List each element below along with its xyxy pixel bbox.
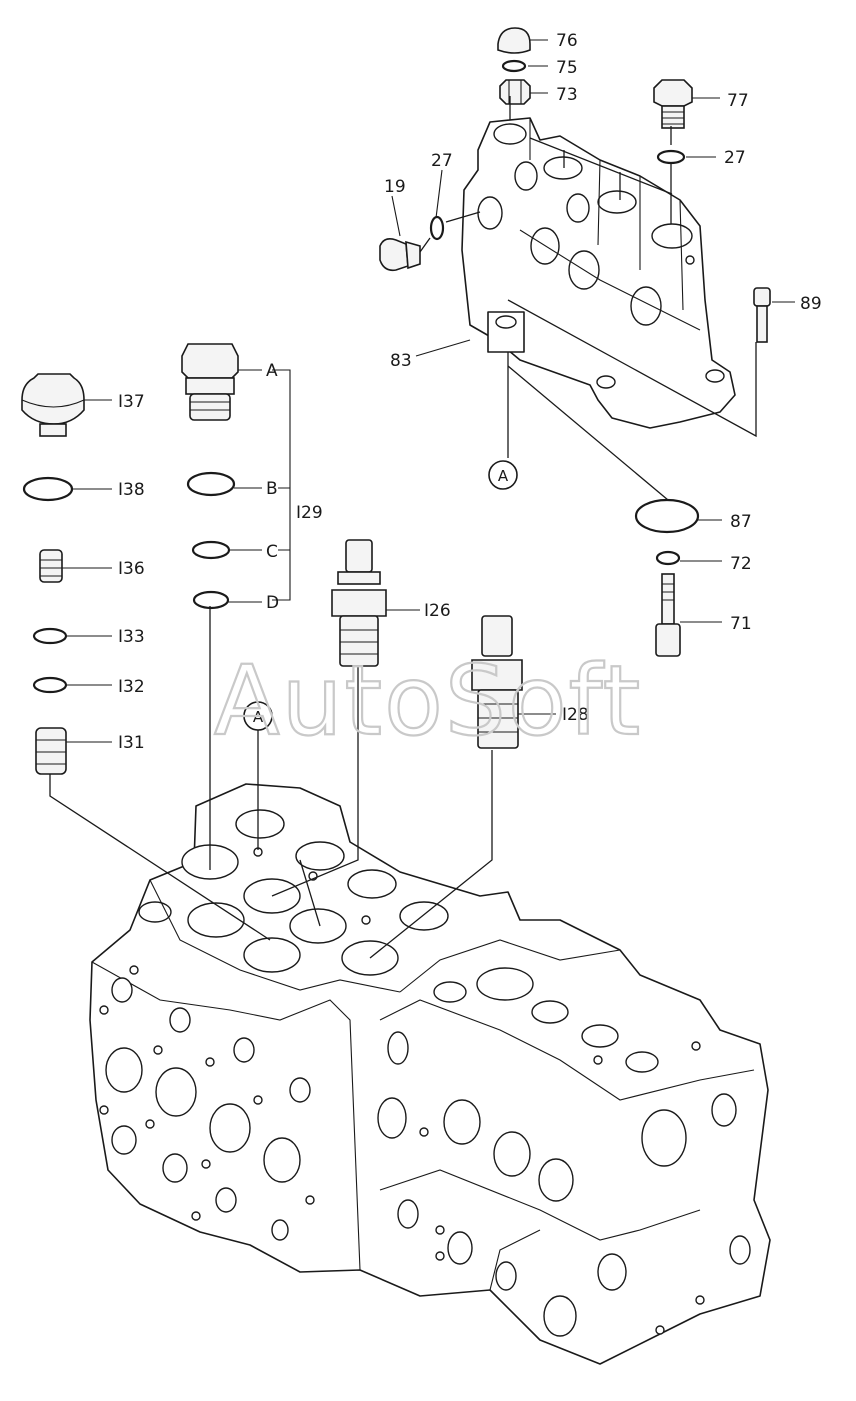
ref-circle-upper	[488, 460, 518, 490]
label-72: 72	[730, 554, 752, 574]
label-138: I38	[118, 480, 145, 500]
oring-87	[634, 498, 700, 534]
bolt-89	[753, 287, 771, 343]
label-kit-a: A	[266, 361, 278, 381]
ref-marker-upper: A	[498, 467, 509, 485]
label-75: 75	[556, 58, 578, 78]
plug-19	[379, 238, 421, 272]
label-132: I32	[118, 677, 145, 697]
cover-block-83	[461, 117, 736, 429]
spool-131	[35, 727, 67, 775]
label-73: 73	[556, 85, 578, 105]
label-76: 76	[556, 31, 578, 51]
valve-128	[471, 615, 523, 749]
plug-137	[21, 373, 85, 437]
label-89: 89	[800, 294, 822, 314]
oring-138	[22, 476, 74, 502]
main-valve-body	[89, 783, 771, 1365]
nut-73	[499, 79, 531, 105]
oring-129b	[186, 471, 236, 497]
label-27-right: 27	[724, 148, 746, 168]
label-kit-d: D	[266, 593, 279, 613]
kit-bracket-129	[272, 369, 291, 601]
label-129: I29	[296, 503, 323, 523]
oring-129d	[192, 590, 230, 610]
washer-75	[501, 59, 527, 73]
dash-lines	[49, 96, 757, 959]
valve-129a	[181, 343, 239, 421]
label-71: 71	[730, 614, 752, 634]
oring-72	[655, 550, 681, 566]
cap-76	[497, 27, 531, 54]
label-83: 83	[390, 351, 412, 371]
plug-77	[653, 79, 693, 129]
ref-marker-lower: A	[253, 708, 264, 726]
label-137: I37	[118, 392, 145, 412]
label-87: 87	[730, 512, 752, 532]
label-27-left: 27	[431, 151, 453, 171]
label-19: 19	[384, 177, 406, 197]
spring-136	[39, 549, 63, 583]
ring-133	[32, 627, 68, 645]
label-136: I36	[118, 559, 145, 579]
label-kit-b: B	[266, 479, 278, 499]
ring-129c	[191, 540, 231, 560]
label-133: I33	[118, 627, 145, 647]
oring-27-left	[429, 215, 445, 241]
watermark: AutoSoft	[214, 645, 642, 757]
leader-lines	[62, 39, 795, 743]
label-131: I31	[118, 733, 145, 753]
stud-71	[655, 573, 681, 657]
valve-126	[331, 539, 387, 667]
label-128: I28	[562, 705, 589, 725]
ring-132	[32, 676, 68, 694]
label-126: I26	[424, 601, 451, 621]
oring-27-right	[656, 149, 686, 165]
label-77: 77	[727, 91, 749, 111]
label-kit-c: C	[266, 542, 278, 562]
ref-circle-lower	[243, 701, 273, 731]
